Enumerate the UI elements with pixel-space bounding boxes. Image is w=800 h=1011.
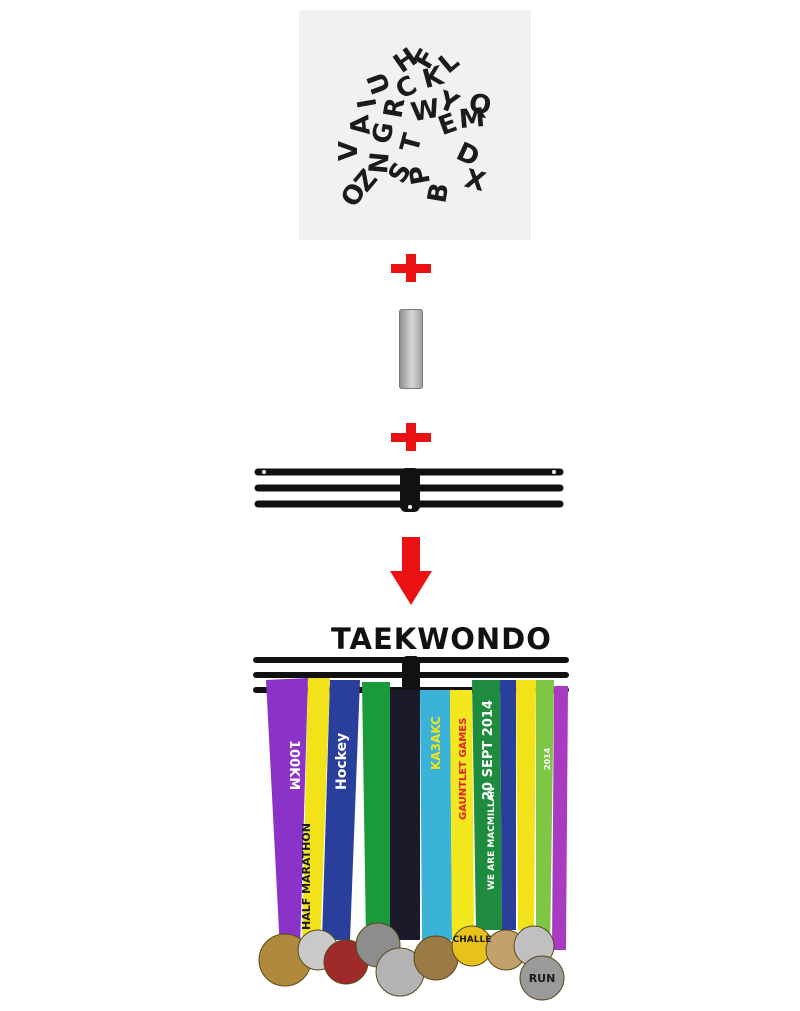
ribbon-text: Hockey	[334, 733, 350, 790]
letter: A	[345, 113, 377, 137]
plus-icon	[391, 423, 431, 451]
medal-text: RUN	[529, 972, 556, 985]
plus-icon	[391, 254, 431, 282]
letter: U	[361, 67, 398, 99]
letter: V	[334, 140, 365, 162]
letter: B	[422, 180, 456, 206]
letter: I	[352, 95, 384, 111]
letters-photo: H C K Y W E M Q O N G A B X D T R I V S …	[299, 10, 531, 240]
medal-hanger-photo: 100KM HALF MARATHON Hockey KA3AKC GAUNTL…	[253, 656, 569, 1001]
letter: T	[395, 130, 429, 156]
medal-text: CHALLE	[453, 935, 492, 945]
ribbon-text: 20 SEPT 2014	[481, 700, 496, 800]
ribbon-text: WE ARE MACMILLAN	[487, 787, 497, 890]
ribbon-text: 100KM	[286, 740, 301, 790]
letter: Q	[466, 88, 494, 122]
ribbon-text: GAUNTLET GAMES	[458, 718, 469, 820]
medal-rack	[254, 468, 564, 512]
ribbon-text: HALF MARATHON	[300, 823, 313, 930]
magnet-bar	[399, 309, 423, 389]
letter: E	[434, 107, 462, 143]
arrow-down-icon	[390, 537, 432, 605]
letter: R	[378, 95, 412, 121]
ribbon-text: 2014	[543, 747, 552, 770]
ribbon-text: KA3AKC	[429, 716, 443, 770]
